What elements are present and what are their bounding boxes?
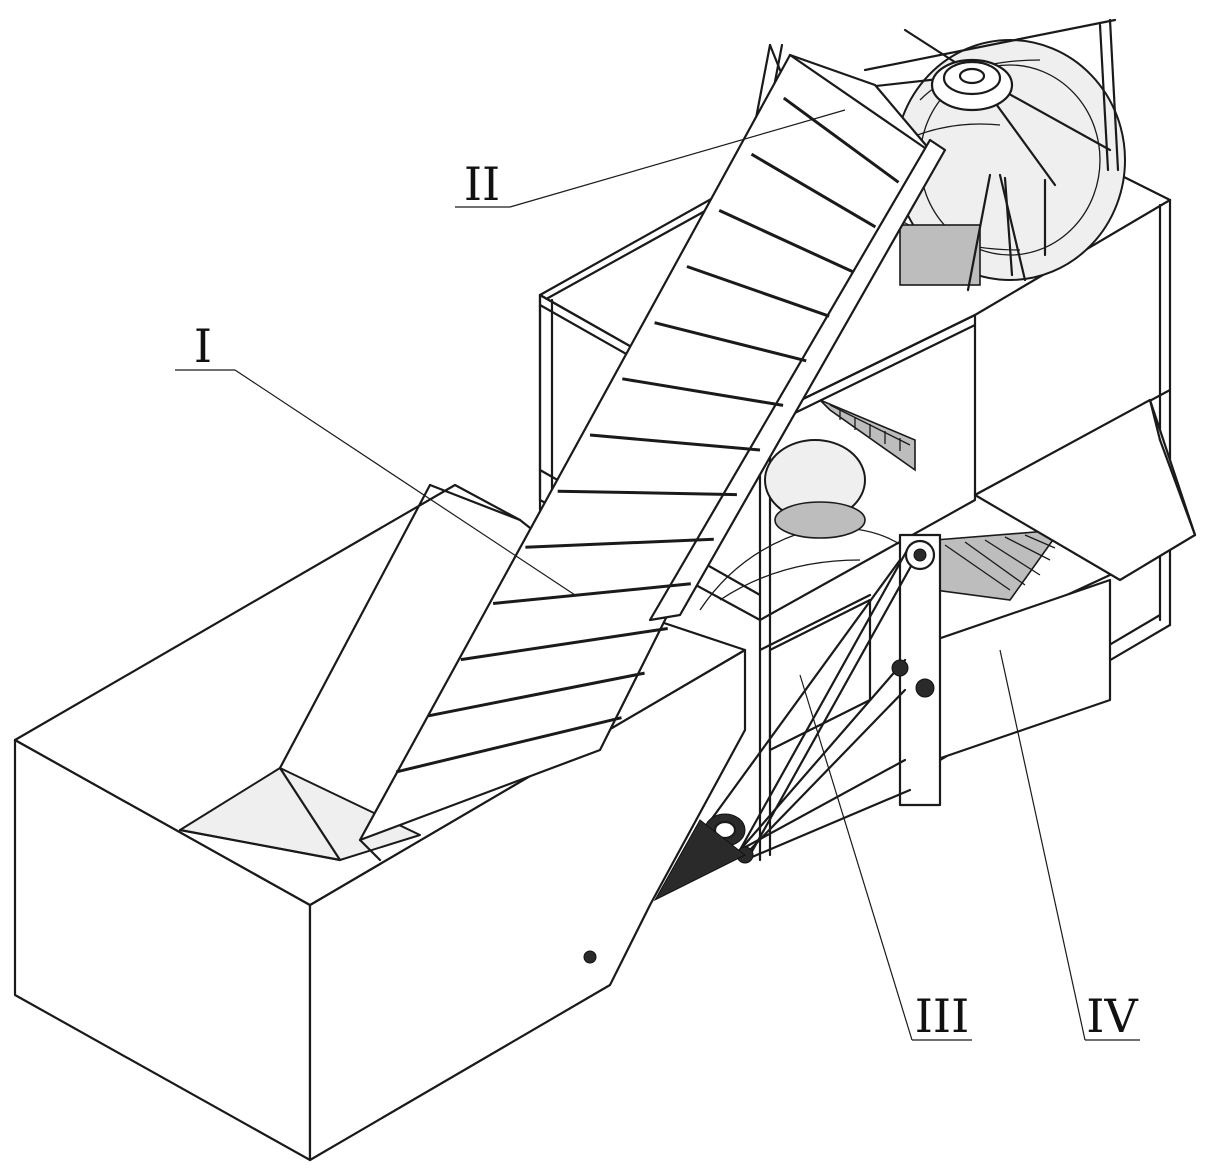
inner-mechanism (699, 399, 1062, 611)
label-part-3: III (915, 989, 970, 1043)
inclined-conveyor (358, 53, 947, 862)
drum-pulley (930, 58, 1014, 112)
conveyor-cleat (654, 321, 807, 363)
conveyor-cleat (750, 152, 877, 229)
conveyor-cleat (395, 716, 622, 774)
label-part-2: II (464, 157, 500, 211)
conveyor-cleats (395, 96, 900, 774)
conveyor-cleat (686, 265, 830, 318)
conveyor-cleat (428, 671, 645, 718)
callout-leaders (175, 109, 1140, 1041)
conveyor-cleat (782, 96, 900, 184)
conveyor-cleat (589, 433, 761, 452)
conveyor-cleat (525, 537, 714, 549)
discharge-chute (973, 398, 1197, 582)
conveyor-cleat (557, 489, 737, 497)
conveyor-cleat (460, 627, 668, 662)
label-part-1: I (194, 319, 212, 373)
label-part-4: IV (1086, 989, 1138, 1043)
conveyor-cleat (718, 209, 853, 273)
conveyor-cleat (622, 377, 784, 407)
front-drive-frame (653, 533, 942, 902)
conveyor-cleat (492, 582, 691, 605)
lower-housing (768, 578, 1112, 762)
